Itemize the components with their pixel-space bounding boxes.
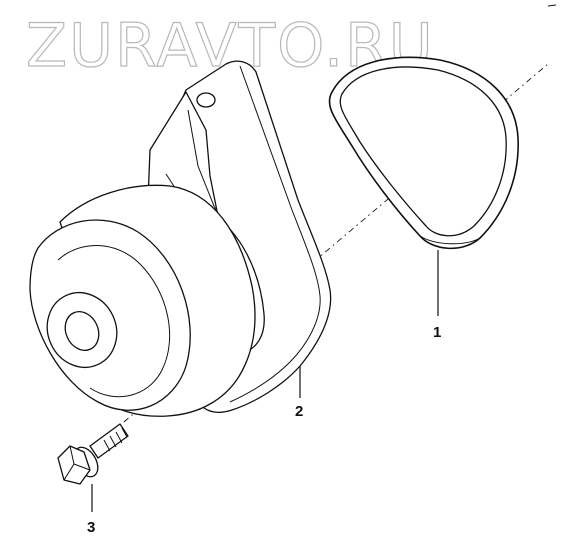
bolt [57,423,129,485]
callout-2: 2 [295,403,303,420]
corner-mark [547,4,557,7]
water-pump [29,60,332,417]
pump-flange-edge [229,65,321,403]
pulley-face-ring [57,245,171,398]
gasket-lower-lip [419,235,481,245]
gasket-inner-edge [339,66,507,237]
gasket [328,56,519,250]
callout-3: 3 [87,519,95,536]
gasket-outer-edge [328,56,519,250]
bolt-shank [89,423,129,459]
flange-hole-top [196,92,216,108]
bolt-head-edge [63,445,91,481]
bolt-thread [103,427,128,452]
pulley-bore [64,311,100,351]
callout-1: 1 [433,324,441,341]
